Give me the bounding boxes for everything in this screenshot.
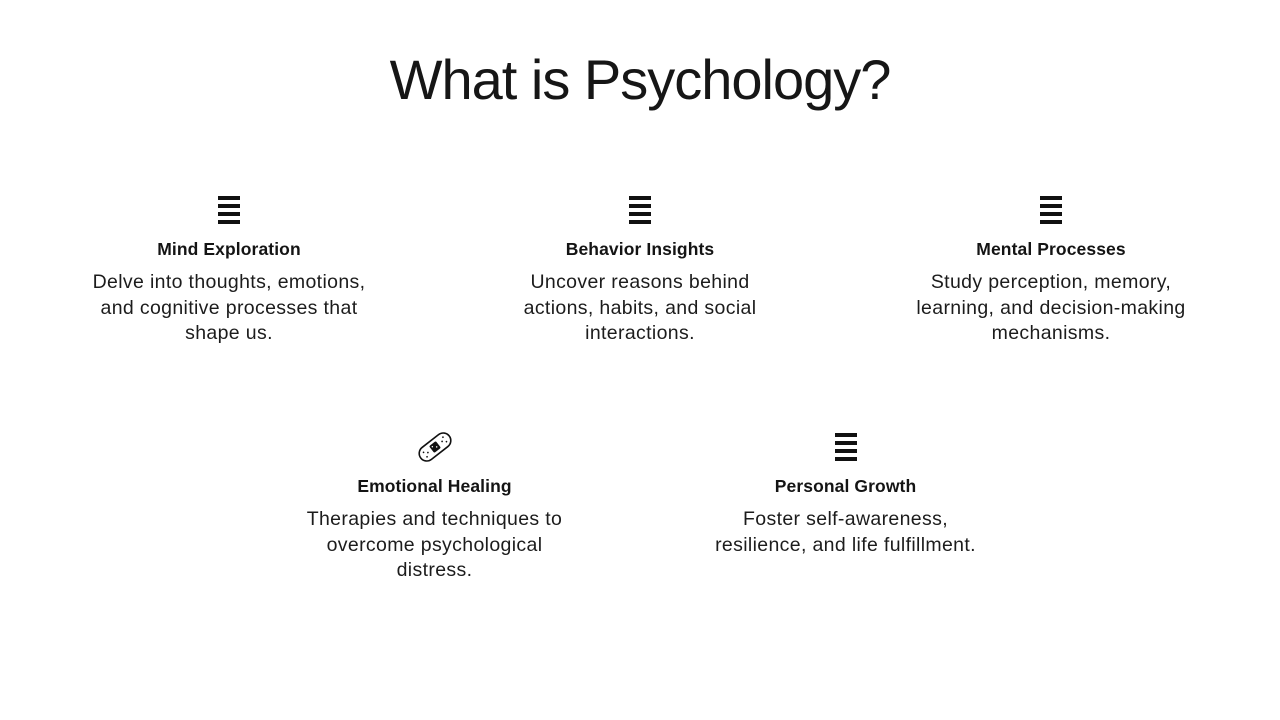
feature-description: Uncover reasons behind actions, habits, …	[523, 271, 757, 344]
feature-description: Study perception, memory, learning, and …	[916, 271, 1186, 344]
feature-card-personal-growth: Personal Growth Foster self-awareness, r…	[640, 431, 1051, 584]
feature-description: Therapies and techniques to overcome psy…	[306, 508, 563, 581]
feature-card-mental-processes: Mental Processes Study perception, memor…	[846, 194, 1257, 347]
feature-title: Mental Processes	[976, 239, 1126, 259]
list-menu-icon	[1040, 194, 1062, 226]
page-title: What is Psychology?	[389, 48, 892, 111]
feature-title: Behavior Insights	[565, 239, 715, 259]
feature-card-emotional-healing: Emotional Healing Therapies and techniqu…	[229, 431, 640, 584]
list-menu-icon	[218, 194, 240, 226]
feature-title: Emotional Healing	[357, 476, 512, 496]
bandage-icon	[410, 423, 460, 472]
list-menu-icon	[629, 194, 651, 226]
features-row-bottom: Emotional Healing Therapies and techniqu…	[0, 431, 1280, 584]
list-menu-icon	[834, 431, 857, 463]
feature-card-mind-exploration: Mind Exploration Delve into thoughts, em…	[24, 194, 435, 347]
feature-description: Foster self-awareness, resilience, and l…	[715, 508, 976, 556]
feature-card-behavior-insights: Behavior Insights Uncover reasons behind…	[435, 194, 846, 347]
feature-description: Delve into thoughts, emotions, and cogni…	[92, 271, 366, 344]
feature-title: Mind Exploration	[157, 239, 301, 259]
feature-title: Personal Growth	[774, 476, 917, 496]
features-row-top: Mind Exploration Delve into thoughts, em…	[0, 194, 1280, 347]
